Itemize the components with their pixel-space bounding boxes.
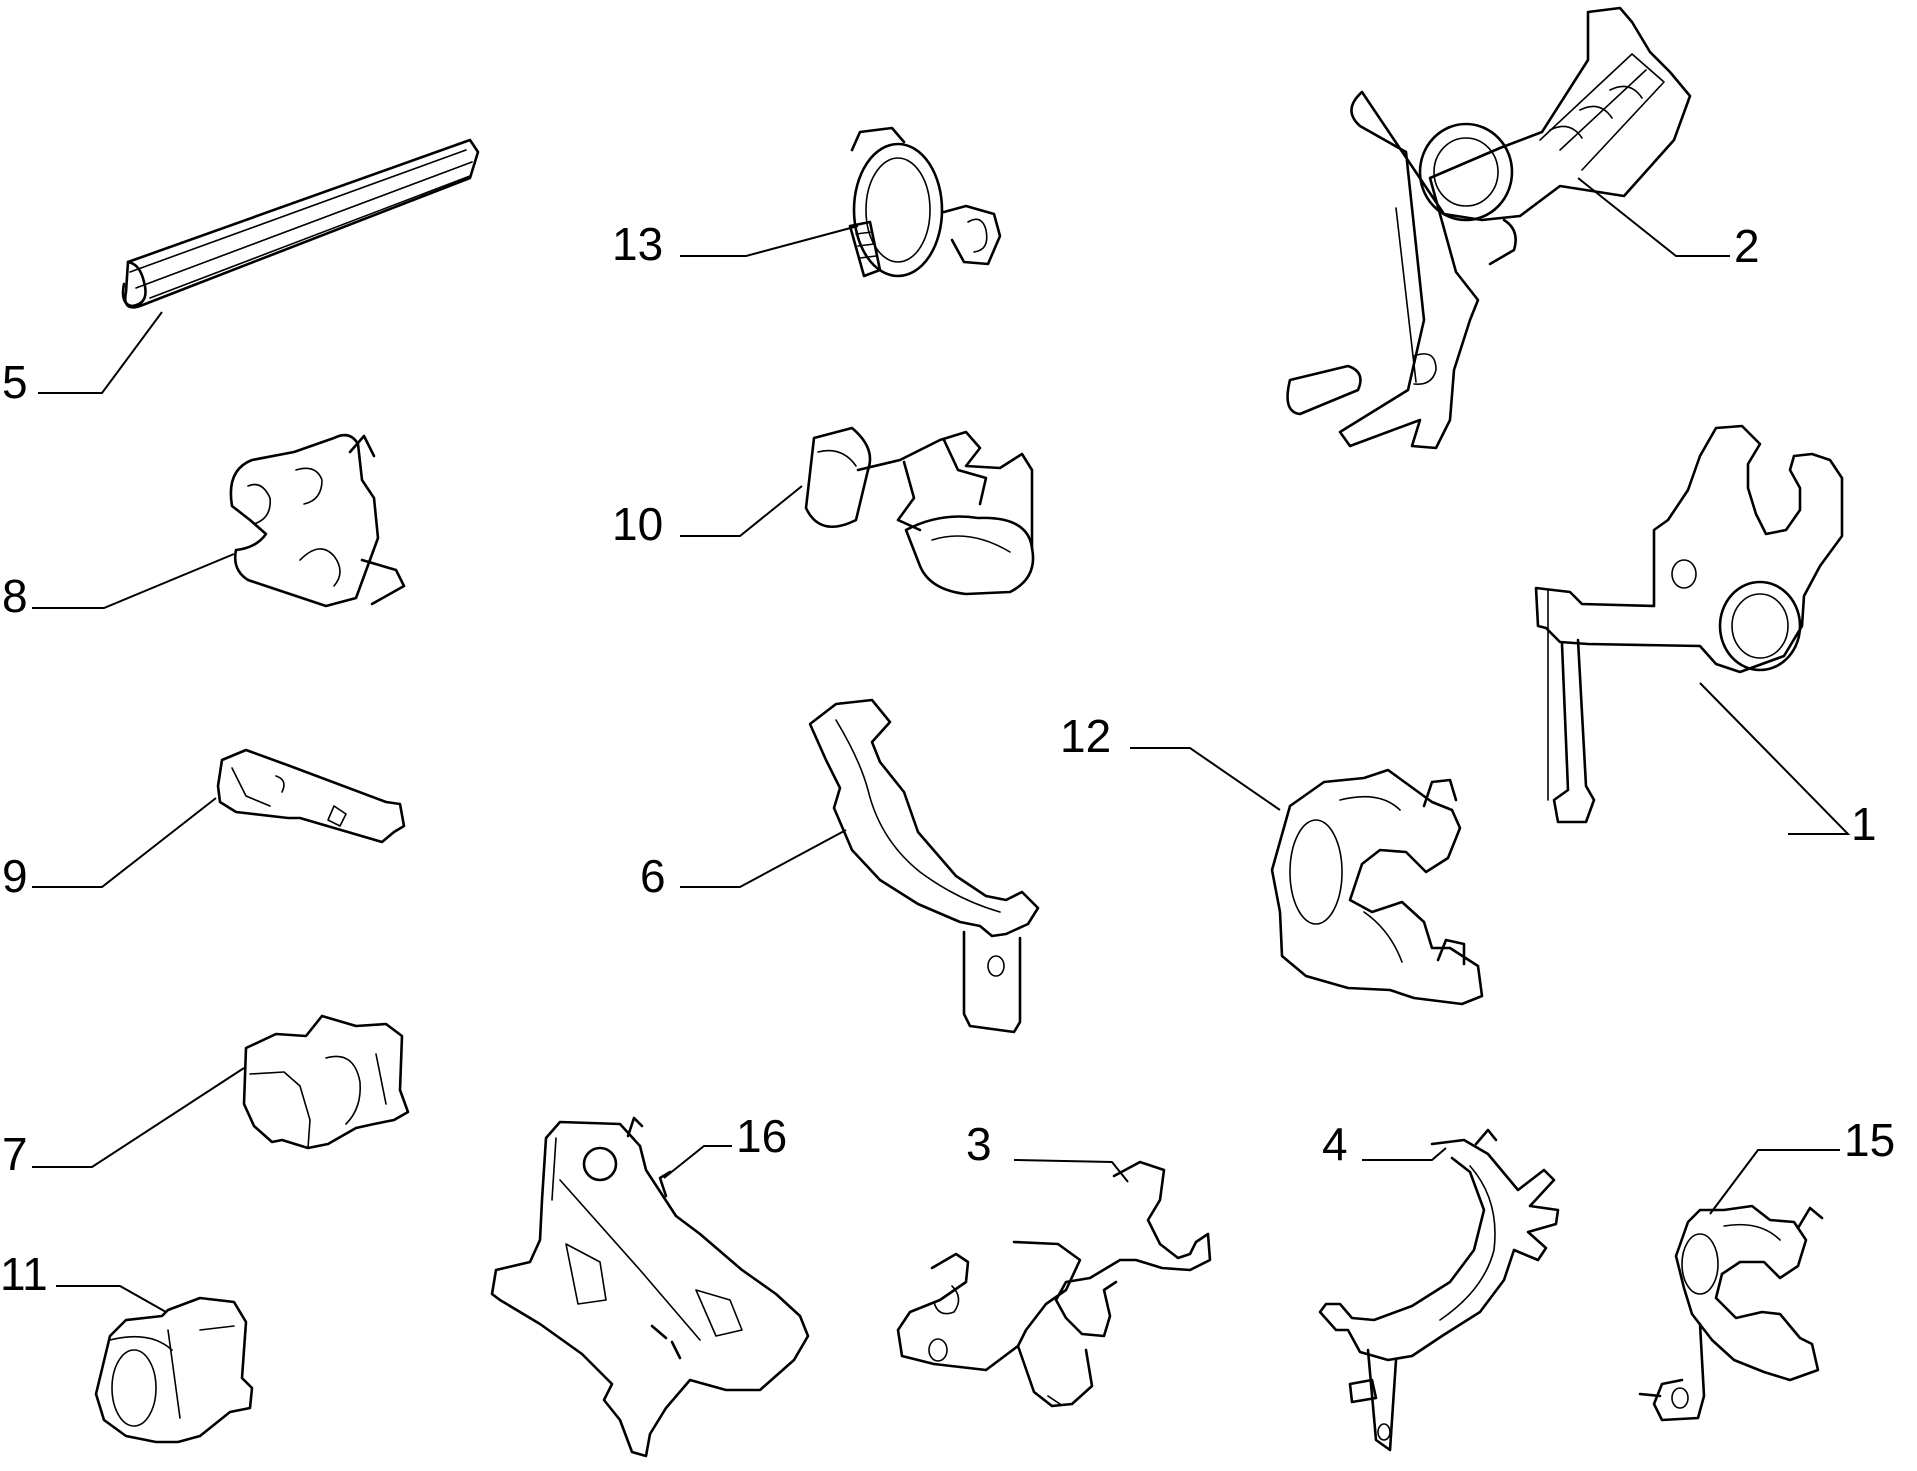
leader-6 — [680, 829, 847, 888]
part-15-stud-clamp — [1638, 1204, 1824, 1422]
callout-3: 3 — [966, 1118, 992, 1170]
leader-13 — [680, 225, 859, 257]
part-5-channel-strip — [121, 138, 480, 309]
leader-lines — [32, 177, 1851, 1313]
part-7-block-clip — [242, 1014, 410, 1150]
part-16-plate-bracket — [490, 1116, 810, 1458]
callout-1: 1 — [1851, 798, 1877, 850]
leader-4 — [1362, 1147, 1447, 1161]
callout-16: 16 — [736, 1110, 787, 1162]
part-3-angled-bracket — [896, 1160, 1212, 1408]
callout-11: 11 — [0, 1248, 48, 1300]
callout-12: 12 — [1060, 710, 1111, 762]
leader-9 — [32, 797, 217, 888]
callout-8: 8 — [2, 570, 28, 622]
part-13-round-clip — [848, 126, 1002, 278]
leader-2 — [1577, 177, 1730, 257]
leader-8 — [32, 553, 235, 609]
callout-9: 9 — [2, 850, 28, 902]
callout-7: 7 — [2, 1128, 28, 1180]
callout-13: 13 — [612, 218, 663, 270]
leader-7 — [32, 1067, 245, 1168]
leader-3 — [1013, 1159, 1129, 1183]
part-8-twin-clip — [229, 433, 406, 608]
callout-15: 15 — [1844, 1114, 1895, 1166]
callout-6: 6 — [640, 850, 666, 902]
leader-5 — [38, 311, 163, 394]
callout-numbers: 1 2 3 4 5 6 7 8 9 10 11 12 13 15 16 — [0, 218, 1895, 1300]
part-1-clamp-bracket — [1534, 424, 1844, 824]
callout-2: 2 — [1734, 220, 1760, 272]
part-11-cable-clip — [94, 1296, 254, 1444]
callout-10: 10 — [612, 498, 663, 550]
leader-10 — [680, 485, 803, 537]
part-4-spring-clamp — [1318, 1128, 1560, 1452]
part-2-large-bracket — [1286, 6, 1692, 450]
leader-16 — [663, 1145, 732, 1179]
leader-11 — [56, 1285, 167, 1313]
part-10-double-saddle — [804, 426, 1035, 596]
callout-5: 5 — [2, 356, 28, 408]
part-9-flat-tab — [216, 748, 406, 844]
leader-15 — [1709, 1149, 1840, 1215]
leader-12 — [1130, 747, 1281, 811]
part-6-saddle-bracket — [808, 698, 1040, 1034]
part-12-open-clamp — [1270, 768, 1484, 1006]
callout-4: 4 — [1322, 1118, 1348, 1170]
leader-1 — [1699, 682, 1851, 835]
